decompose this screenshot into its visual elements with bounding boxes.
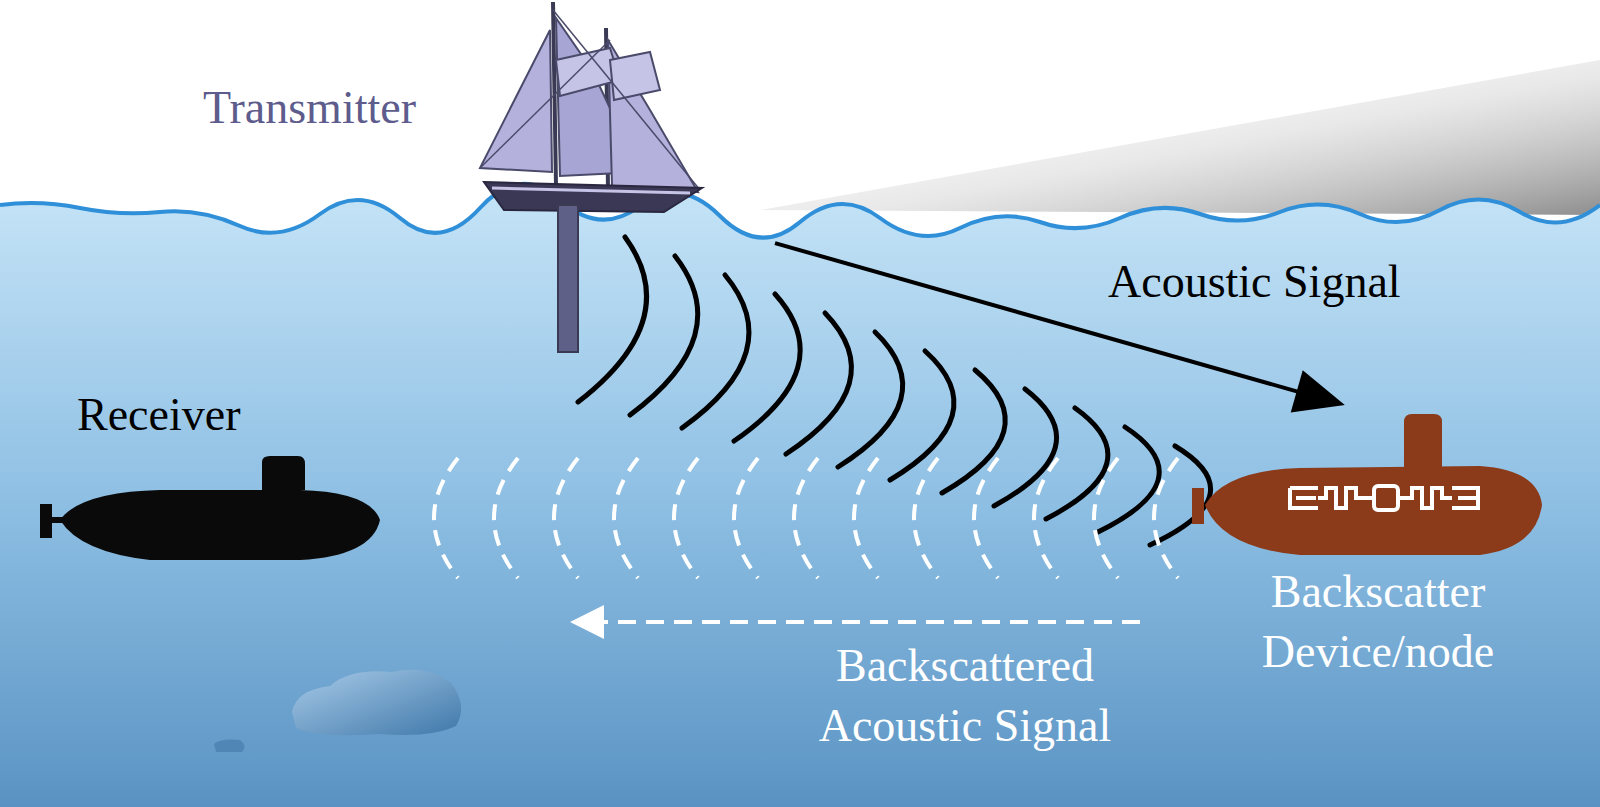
acoustic-wave: [578, 237, 647, 402]
backscatter-wave: [974, 458, 998, 578]
acoustic-wave: [630, 256, 698, 415]
backscatter-wave: [674, 458, 698, 578]
backscatter-device-group: Backscatter Device/node: [1140, 405, 1548, 720]
arrowhead: [1291, 370, 1345, 412]
acoustic-wave: [994, 389, 1057, 506]
backscatter-wave: [554, 458, 578, 578]
backscattered-signal-arrow: [570, 605, 1140, 639]
backscatter-wave: [734, 458, 758, 578]
backscatter-wave: [1094, 458, 1118, 578]
acoustic-wave: [786, 313, 851, 454]
backscatter-wave: [854, 458, 878, 578]
acoustic-wave: [838, 332, 903, 467]
signal-label: Acoustic Signal: [1108, 252, 1488, 312]
acoustic-wave: [890, 351, 954, 480]
backscatter-wave: [434, 458, 458, 578]
backscatter-wave: [794, 458, 818, 578]
receiver-group: Receiver: [35, 385, 570, 640]
water: [0, 184, 1600, 807]
circuit-logo: [1290, 486, 1478, 510]
water-surface: [0, 184, 1600, 238]
node-label: Transmitter: [203, 78, 483, 138]
acoustic-wave: [1150, 446, 1211, 545]
connector-line: [597, 620, 1140, 624]
wave-arcs: [434, 237, 1211, 578]
transmitter-group: Transmitter: [195, 20, 775, 355]
backscatter-wave: [494, 458, 518, 578]
backscatter-wave: [1034, 458, 1058, 578]
arrowhead: [570, 605, 604, 639]
acoustic-wave: [734, 294, 800, 441]
node-label: Receiver: [77, 385, 317, 445]
acoustic-wave: [1098, 427, 1159, 532]
backscatter-wave: [1154, 458, 1178, 578]
backscatter-wave: [914, 458, 938, 578]
sailing-ship: [480, 2, 702, 352]
receiver-submarine: [40, 456, 380, 560]
transducer-pole: [558, 205, 578, 352]
backscatter-wave: [614, 458, 638, 578]
sky-shade: [760, 60, 1600, 215]
acoustic-wave: [682, 275, 749, 428]
rocks: [214, 670, 461, 752]
node-label: Backscatter Device/node: [1228, 562, 1528, 682]
acoustic-wave: [942, 370, 1005, 493]
backscatter-submarine: [1192, 414, 1542, 555]
signal-label: Backscattered Acoustic Signal: [800, 636, 1130, 756]
